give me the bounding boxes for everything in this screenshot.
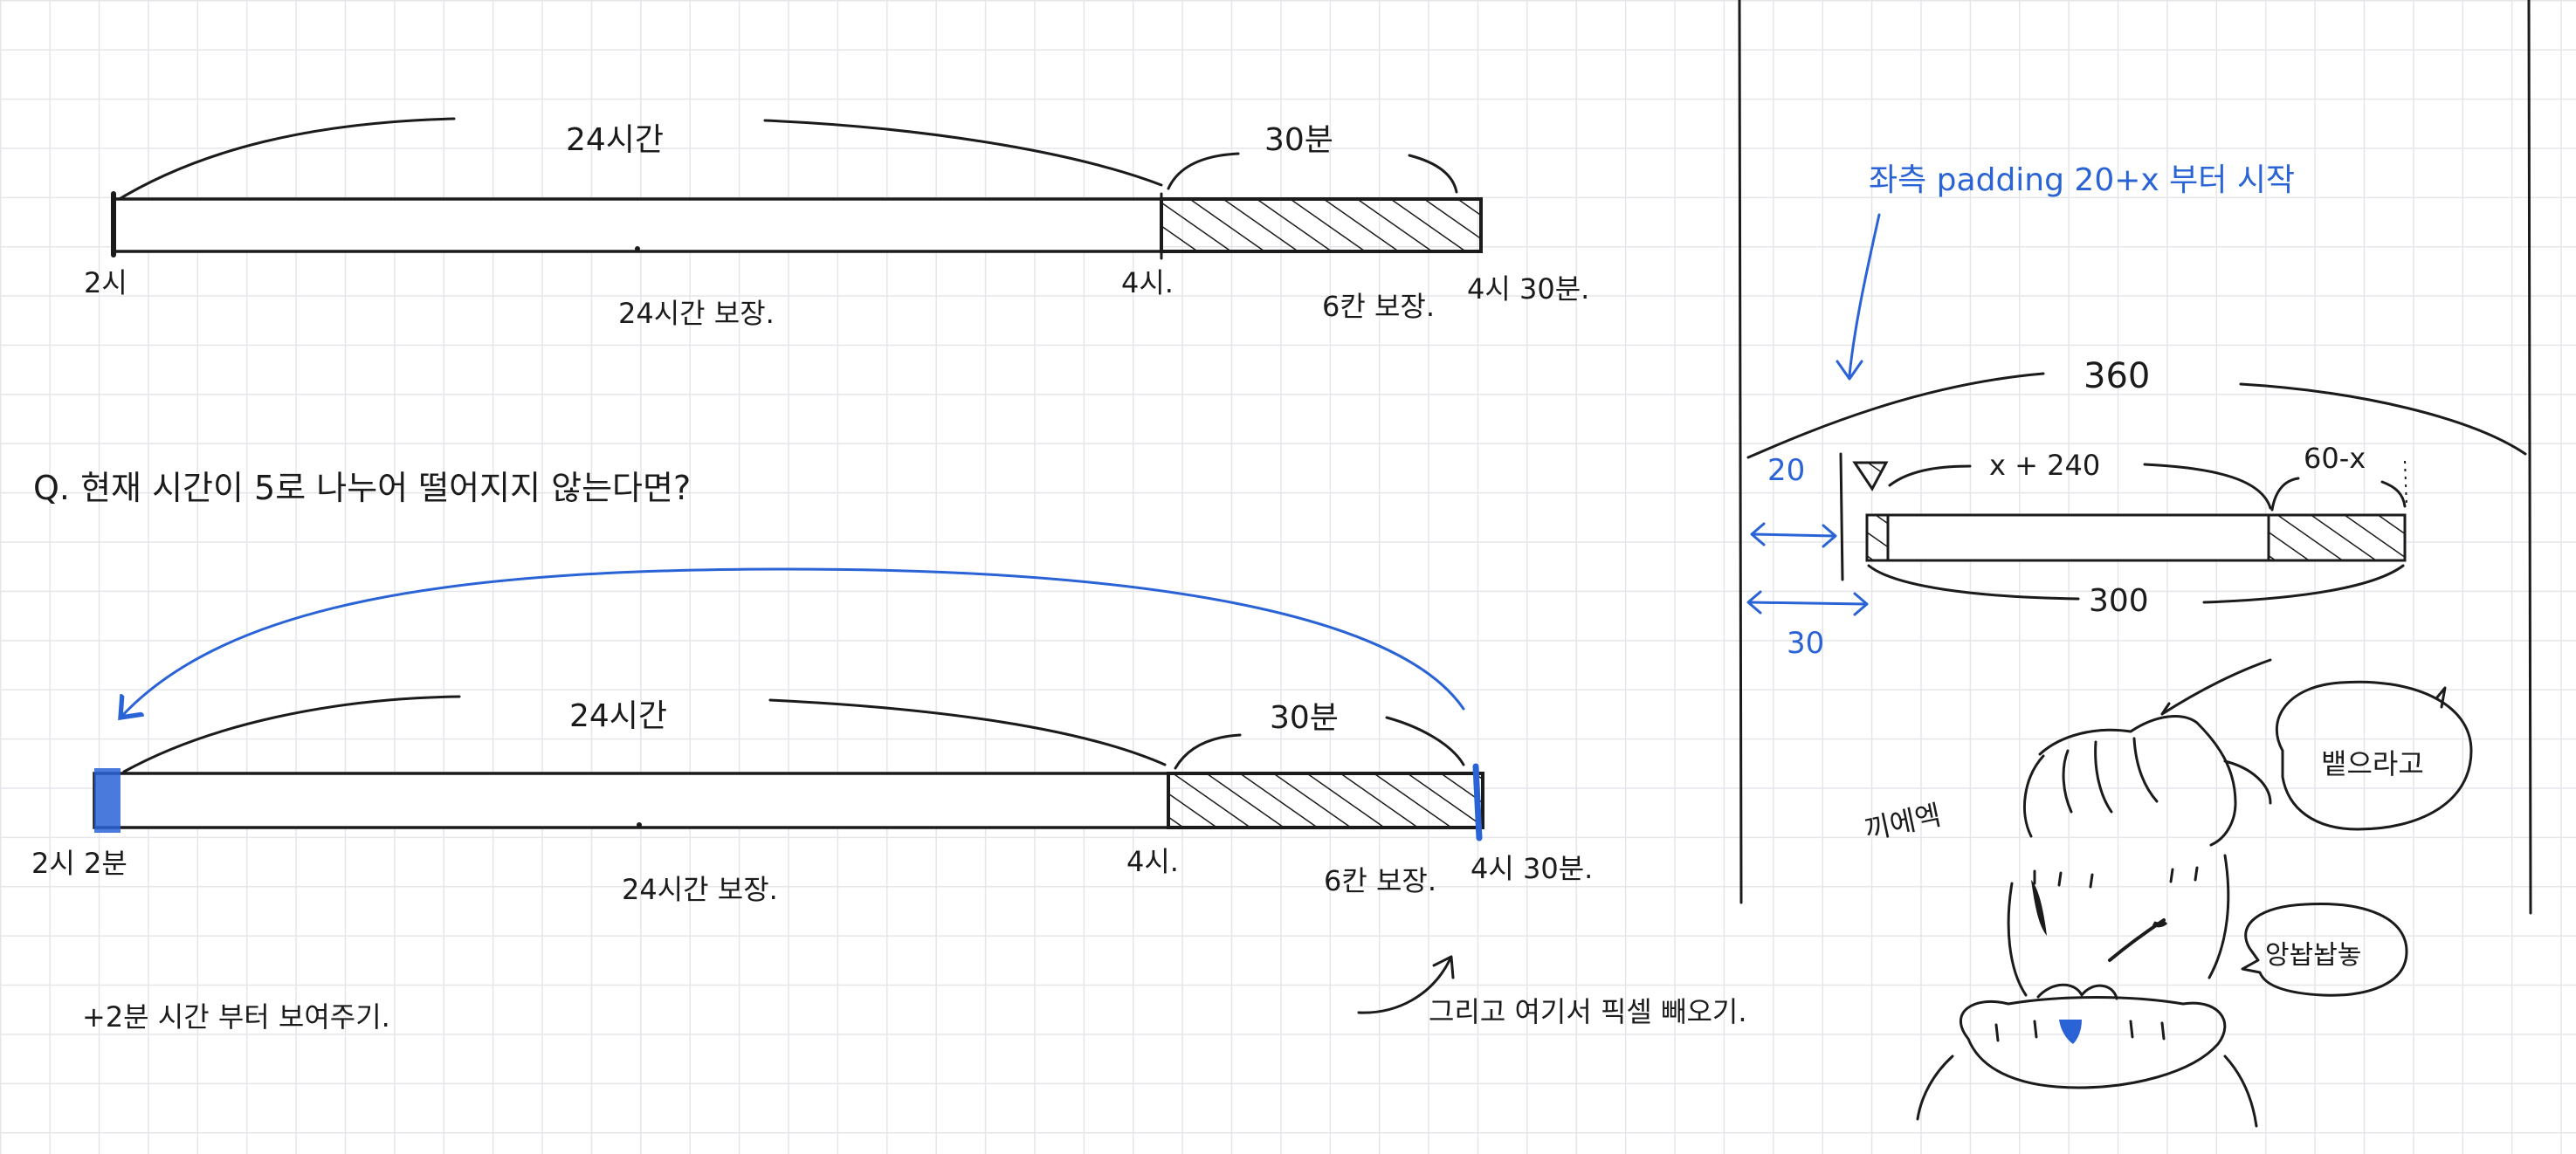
end-label: 4시.: [1126, 845, 1179, 878]
speech-bubble-2: [2241, 903, 2408, 997]
blue-jump-arrow: [121, 567, 1465, 718]
panel-divider-left: [1738, 0, 1743, 904]
panel-divider-right: [2527, 0, 2532, 915]
mid-dot: [637, 822, 642, 828]
shaded-desc: 6칸 보장.: [1324, 864, 1436, 897]
cat-ear-back: [2223, 759, 2272, 805]
bar-right-dotted: [2404, 460, 2407, 507]
shaded-brace-right: [1408, 154, 1458, 194]
mid-label: 24시간 보장.: [622, 873, 778, 906]
cat-paws-lower: [1916, 1054, 2258, 1128]
mid-label: 24시간 보장.: [618, 297, 775, 330]
bubble-1-text: 뱉으라고: [2321, 747, 2424, 780]
right-panel: 좌측 padding 20+x 부터 시작 360 20 x + 240 60-…: [1738, 0, 2532, 915]
cat-head-top: [2038, 715, 2237, 847]
shaded-brace-left: [1167, 152, 1240, 190]
outer-inset-arrow: [1748, 601, 1867, 606]
mid-dot: [635, 246, 640, 251]
outer-inset-heads: [1746, 590, 1869, 616]
cat-tongue: [2059, 1020, 2082, 1044]
cat-ear-line: [2160, 658, 2272, 716]
cat-cheek-left: [2007, 882, 2028, 997]
bar-right-label: 60-x: [2304, 442, 2366, 475]
bar-right-brace-b: [2380, 480, 2407, 508]
padding-triangle: [1852, 461, 1889, 491]
cat-fur-ticks: [2033, 866, 2199, 889]
bar-width: 300: [2089, 583, 2149, 619]
span-brace-right: [768, 698, 1167, 766]
bar-left-brace-a: [1888, 464, 1972, 487]
span-label: 24시간: [566, 122, 664, 158]
cat-eye-left: [2031, 880, 2047, 936]
bar-width-brace-b: [2202, 564, 2405, 604]
padding-note-arrow: [1848, 213, 1881, 377]
left-inset-arrow: [1752, 532, 1836, 538]
final-label: 4시 30분.: [1471, 852, 1593, 885]
shaded-segment: [1160, 197, 1483, 253]
cat-teeth: [1994, 1020, 2166, 1042]
shaded-brace-right: [1385, 716, 1465, 766]
shaded-brace-left: [1174, 733, 1242, 770]
final-label: 4시 30분.: [1467, 272, 1589, 306]
span-brace-left: [112, 117, 456, 204]
cat-doodle: 끼에엑 뱉으라고 앙놥놥놓: [1862, 658, 2473, 1128]
total-width: 360: [2084, 356, 2150, 396]
start-label: 2시 2분: [31, 847, 127, 880]
note-bottom-mid: 그리고 여기서 픽셀 빼오기.: [1429, 995, 1747, 1028]
cat-cheek-right: [2208, 854, 2230, 979]
total-brace-right: [2239, 382, 2527, 456]
left-inset-heads: [1750, 522, 1837, 548]
doodle-sfx: 끼에엑: [1862, 798, 1944, 847]
bar-width-brace-a: [1867, 564, 2080, 601]
shaded-desc: 6칸 보장.: [1322, 290, 1435, 323]
bar-right-brace-a: [2270, 477, 2300, 512]
mini-bar-padding-block: [1865, 513, 1890, 562]
bar-left-brace-b: [2143, 463, 2272, 510]
start-label: 2시: [84, 266, 127, 299]
timeline-bar: [93, 772, 1170, 829]
span-brace-left: [122, 695, 461, 773]
bar-left-label: x + 240: [1989, 449, 2100, 482]
speech-bubble-1: [2275, 680, 2473, 831]
span-label: 24시간: [569, 698, 667, 734]
timeline-top: 24시간 30분 2시 24시간 보장. 4시. 6칸 보장. 4시 30분.: [84, 117, 1589, 330]
padding-note-arrowhead: [1836, 360, 1863, 381]
note-arrow-curve: [1357, 958, 1451, 1014]
cat-paw-fingers: [2022, 737, 2159, 838]
end-label: 4시.: [1121, 266, 1174, 299]
cat-mouth-bone: [1960, 996, 2227, 1089]
note-bottom-left: +2분 시간 부터 보여주기.: [82, 1000, 390, 1034]
cat-eye-right-pupil: [2152, 919, 2168, 928]
shaded-label: 30분: [1264, 122, 1333, 158]
total-brace-left: [1746, 372, 2045, 459]
shaded-segment: [1167, 772, 1484, 829]
left-inset: 20: [1767, 453, 1805, 488]
question-text: Q. 현재 시간이 5로 나누어 떨어지지 않는다면?: [33, 469, 691, 507]
span-brace-right: [763, 119, 1163, 187]
cat-nose: [2036, 983, 2118, 1000]
timeline-bar: [112, 197, 1163, 253]
blue-end-mark: [1472, 763, 1483, 841]
outer-inset: 30: [1787, 626, 1824, 661]
mini-bar-shaded: [2267, 513, 2407, 562]
bubble-2-text: 앙놥놥놓: [2265, 940, 2361, 971]
shaded-label: 30분: [1270, 700, 1339, 736]
timeline-bottom: 24시간 30분 2시 2분 24시간 보장. 4시. 6칸 보장. 4시 30…: [31, 567, 1593, 906]
note-arrowhead: [1432, 955, 1455, 979]
speech-bubble-1-tail: [2435, 686, 2447, 709]
padding-edge: [1839, 452, 1844, 581]
padding-note: 좌측 padding 20+x 부터 시작: [1869, 162, 2295, 198]
blue-start-block: [94, 768, 121, 833]
